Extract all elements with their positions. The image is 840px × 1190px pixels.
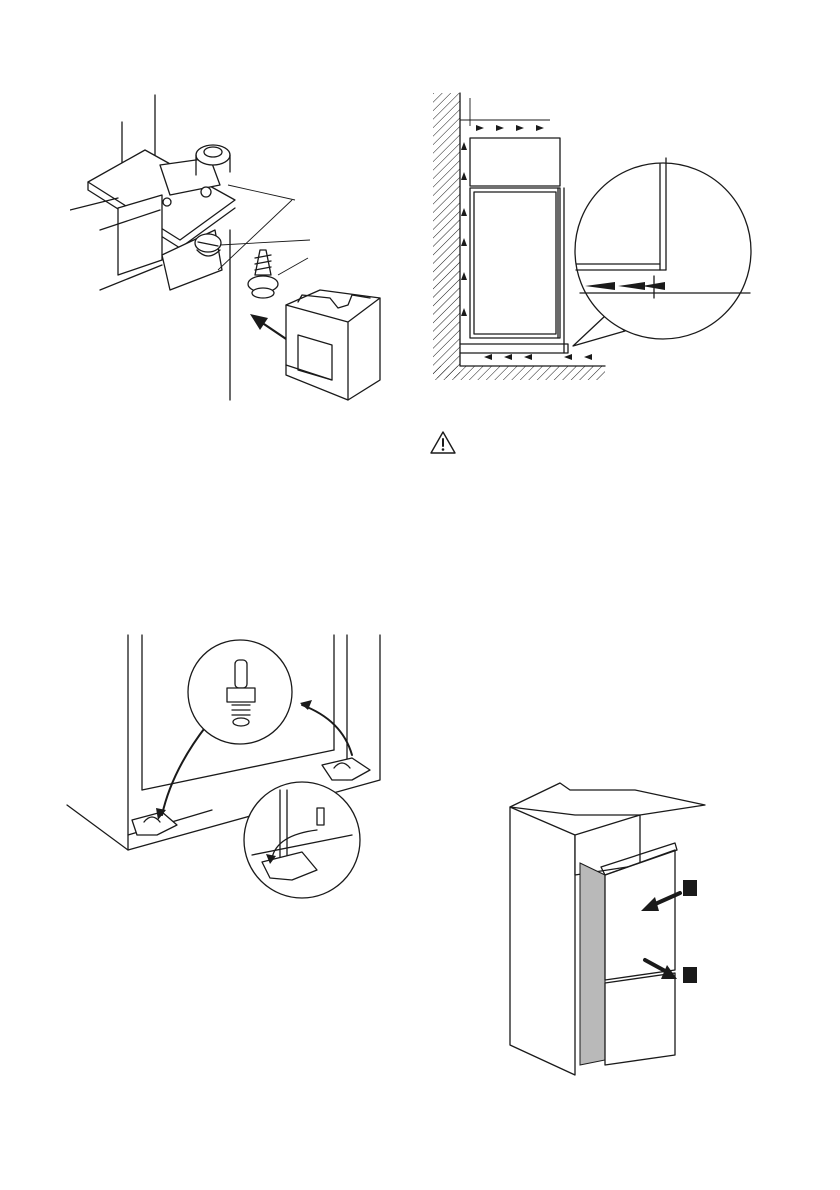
hinge-cover-figure xyxy=(70,90,400,410)
bracket-icon xyxy=(132,812,177,835)
hinge-cover-drawing xyxy=(70,90,400,410)
push-into-niche-figure xyxy=(505,775,735,1085)
step-marker-icon xyxy=(683,967,697,983)
wood-screw-icon xyxy=(248,250,278,298)
step-marker-icon xyxy=(683,880,697,896)
bottom-bracket-figure xyxy=(62,630,392,905)
warning-triangle-icon xyxy=(429,430,457,456)
bottom-bracket-drawing xyxy=(62,630,392,905)
ventilation-figure xyxy=(430,88,760,388)
zoom-circle-icon xyxy=(188,640,292,744)
hinge-cover-icon xyxy=(286,290,380,400)
cabinet-icon xyxy=(510,783,705,1075)
push-into-niche-drawing xyxy=(505,775,735,1085)
warning-notice xyxy=(429,430,457,456)
zoom-circle-icon xyxy=(573,158,751,346)
ventilation-drawing xyxy=(430,88,760,388)
